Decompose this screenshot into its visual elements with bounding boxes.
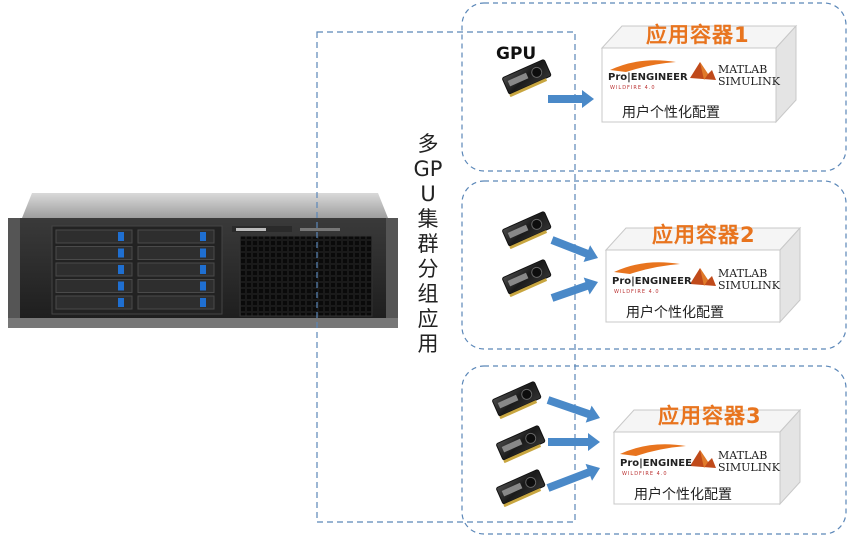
drive-bay	[137, 295, 215, 310]
container-2-proe-sub: WILDFIRE 4.0	[614, 289, 660, 295]
gpu-card-icon	[502, 59, 552, 98]
gpu-card-icon	[502, 211, 552, 250]
container-1-caption: 用户个性化配置	[622, 105, 720, 121]
drive-bay	[137, 279, 215, 293]
container-box-1	[600, 24, 798, 124]
drive-bay	[55, 262, 133, 277]
container-1-title: 应用容器1	[646, 23, 750, 47]
container-3-title: 应用容器3	[658, 404, 762, 428]
gpu-card-icon	[496, 425, 546, 464]
container-3-proe-sub: WILDFIRE 4.0	[622, 471, 668, 477]
container-2-caption: 用户个性化配置	[626, 305, 724, 321]
arrows	[546, 90, 601, 492]
arrow-icon	[550, 236, 598, 263]
container-3-proe-logo-text: Pro|ENGINEE	[620, 458, 692, 469]
arrow-icon	[548, 90, 594, 108]
arrow-icon	[550, 277, 598, 302]
drive-bay	[55, 279, 133, 293]
container-box-3	[612, 408, 802, 506]
proe-flame-icon	[620, 444, 686, 456]
drive-bay	[137, 262, 215, 277]
matlab-text: MATLAB	[718, 63, 768, 76]
drive-bay	[137, 246, 215, 260]
gpu-card-icon	[502, 259, 552, 298]
container-group-box-3	[461, 365, 847, 535]
container-1-proe-logo: Pro|ENGINEER	[608, 72, 688, 83]
cluster-label: 多GPU集群分组应用	[413, 132, 443, 356]
matlab-membrane-icon	[690, 450, 716, 468]
drive-bay	[55, 246, 133, 260]
arrow-icon	[546, 463, 601, 492]
container-box-2	[604, 226, 802, 324]
proe-flame-icon	[614, 262, 680, 274]
matlab-membrane-icon	[690, 62, 716, 80]
matlab-text: MATLAB	[718, 267, 768, 280]
matlab-membrane-icon	[690, 268, 716, 286]
cluster-group-box	[316, 31, 576, 523]
rack-server-icon	[8, 193, 398, 328]
simulink-text: SIMULINK	[718, 461, 780, 474]
matlab-text: MATLAB	[718, 449, 768, 462]
container-3-proe-logo: Pro|ENGINEE	[620, 458, 692, 469]
gpu-card-icon	[492, 381, 542, 420]
container-1-proe-logo-text: Pro|ENGINEER	[608, 72, 688, 83]
container-2-proe-logo-text: Pro|ENGINEER	[612, 276, 692, 287]
container-2-proe-logo: Pro|ENGINEER	[612, 276, 692, 287]
container-2-title: 应用容器2	[652, 223, 756, 247]
container-3-caption: 用户个性化配置	[634, 487, 732, 503]
arrow-icon	[548, 433, 600, 451]
gpu-label: GPU	[496, 44, 537, 64]
gpu-card-icon	[496, 469, 546, 508]
drive-bay	[137, 229, 215, 244]
drive-bay	[55, 229, 133, 244]
simulink-text: SIMULINK	[718, 75, 780, 88]
gpu-cards	[492, 59, 552, 508]
container-1-proe-sub: WILDFIRE 4.0	[610, 85, 656, 91]
arrow-icon	[546, 396, 601, 423]
drive-bay	[55, 295, 133, 310]
container-group-box-1	[461, 2, 847, 172]
simulink-text: SIMULINK	[718, 279, 780, 292]
container-group-box-2	[461, 180, 847, 350]
proe-flame-icon	[610, 60, 676, 72]
